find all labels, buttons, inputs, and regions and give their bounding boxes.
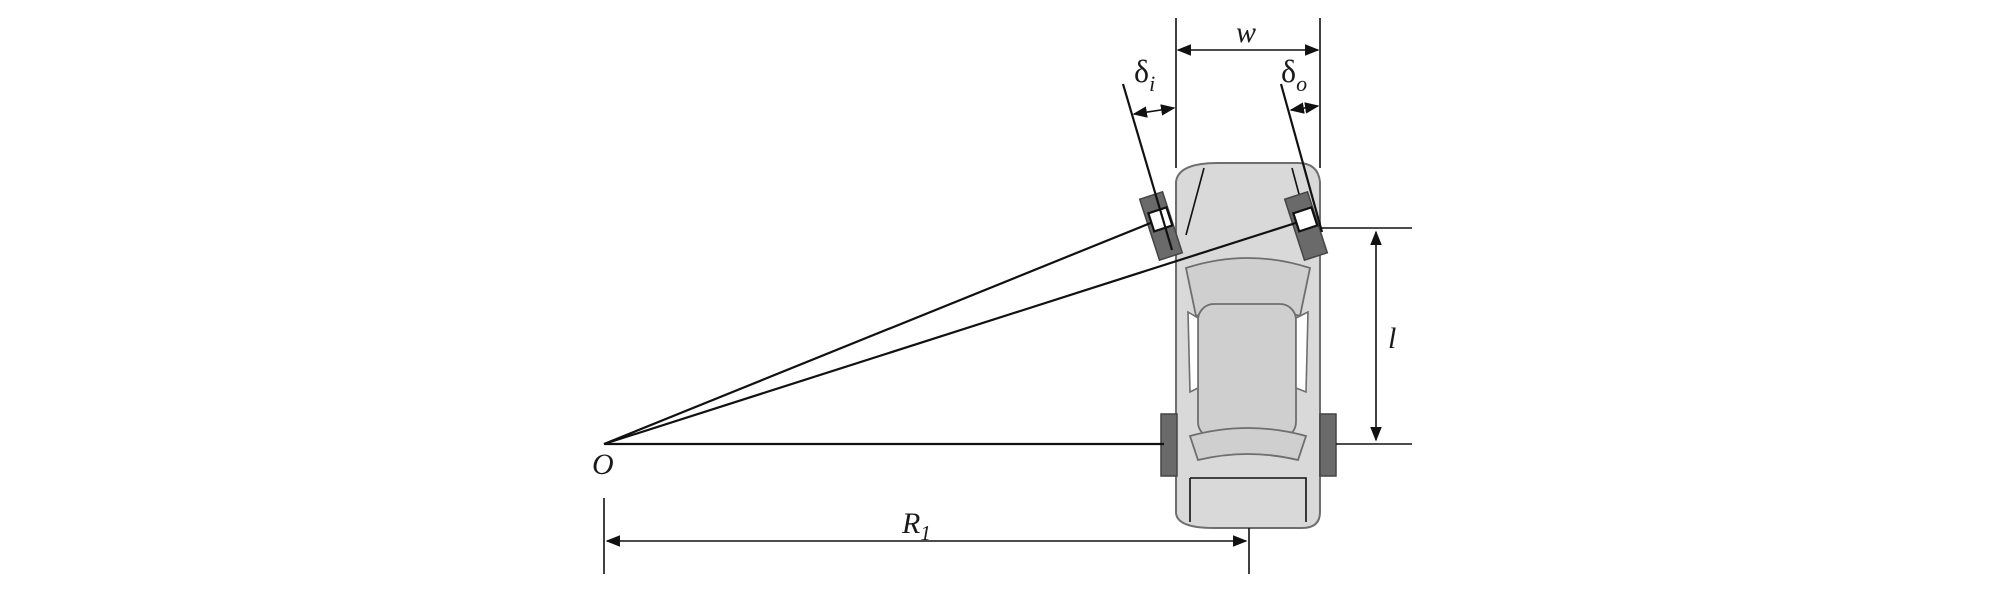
outer-angle-arrow — [1289, 102, 1320, 114]
hood-line-left — [1185, 167, 1205, 236]
line-o-to-inner-front-wheel — [603, 218, 1159, 446]
rear-window — [1188, 427, 1308, 462]
w-label: w — [1236, 16, 1256, 49]
rear-right-wheel — [1319, 413, 1337, 477]
roof — [1197, 303, 1297, 439]
car-top-view — [1175, 162, 1321, 529]
outer-wheel-steer-line — [1279, 83, 1324, 233]
inner-angle-label: δi — [1134, 53, 1155, 96]
inner-angle-arrow — [1132, 104, 1176, 118]
center-point-label: O — [592, 448, 614, 481]
side-window-right — [1295, 310, 1309, 394]
outer-angle-label: δo — [1281, 53, 1307, 96]
outer-front-hub — [1291, 206, 1319, 233]
inner-wheel-steer-line — [1121, 83, 1174, 251]
line-o-to-outer-front-wheel — [603, 218, 1306, 446]
l-label: l — [1388, 322, 1396, 355]
side-window-left — [1187, 310, 1199, 394]
trunk-lid — [1189, 477, 1307, 522]
inner-front-hub — [1146, 206, 1174, 233]
r1-label: R1 — [901, 507, 931, 545]
